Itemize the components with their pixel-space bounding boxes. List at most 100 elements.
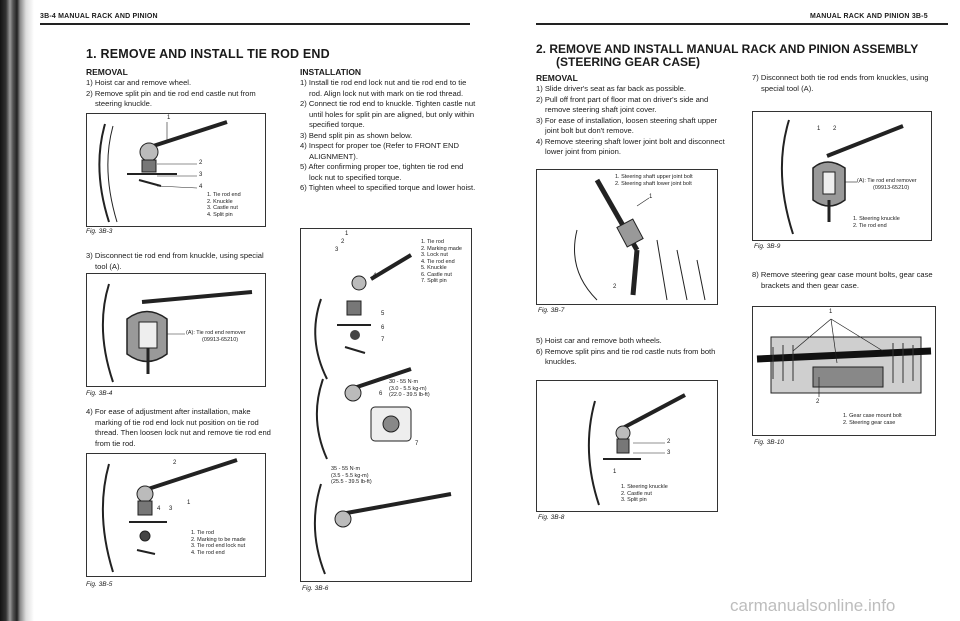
callout-3: 3	[199, 172, 203, 178]
figure-3b3-caption: Fig. 3B-3	[86, 228, 113, 235]
callout-1: 1	[817, 126, 821, 132]
knuckle-castle-nut-illustration	[587, 393, 686, 506]
right-page-header: MANUAL RACK AND PINION 3B-5	[810, 13, 928, 20]
legend-item: 1. Tie rod	[421, 239, 444, 245]
figure-3b10-caption: Fig. 3B-10	[754, 439, 784, 446]
knuckle-tie-rod-illustration	[98, 120, 228, 223]
figure-3b6-legend: 1. Tie rod 2. Marking made 3. Lock nut 4…	[421, 239, 462, 285]
callout-2: 2	[667, 439, 671, 445]
callout-4: 4	[157, 506, 161, 512]
legend-item: 1. Tie rod end	[207, 192, 241, 198]
torque-value: (22.0 - 39.5 lb-ft)	[389, 392, 430, 398]
torque-value: (25.5 - 39.5 lb-ft)	[331, 479, 372, 485]
tie-rod-end-installation-illustration	[313, 253, 452, 575]
legend-item: 2. Steering shaft lower joint bolt	[615, 180, 692, 187]
installation-step-1: 1) Install tie rod end lock nut and tie …	[300, 78, 467, 98]
right-removal-step-3: 3) For ease of installation, loosen stee…	[536, 115, 718, 136]
installation-step-6: 6) Tighten wheel to specified torque and…	[300, 183, 476, 192]
figure-3b5-caption: Fig. 3B-5	[86, 581, 113, 588]
callout-7: 7	[381, 337, 385, 343]
right-removal-step-5: 5) Hoist car and remove both wheels.	[536, 336, 662, 345]
legend-item: 3. Split pin	[621, 497, 647, 503]
legend-item: 2. Steering gear case	[843, 419, 896, 426]
legend-item: 1. Tie rod	[191, 530, 214, 536]
legend-item: 1. Gear case mount bolt	[843, 413, 902, 419]
legend-item: 3. Lock nut	[421, 252, 448, 258]
installation-heading: INSTALLATION	[300, 67, 362, 77]
torque-value: (3.0 - 5.5 kg-m)	[389, 385, 427, 392]
callout-2: 2	[173, 460, 177, 466]
callout-7: 7	[415, 441, 419, 447]
torque-value: (3.5 - 5.5 kg-m)	[331, 472, 369, 479]
figure-3b6: 1 2 3 4 5 6 7 6 7 1. Tie rod 2. Marking …	[300, 228, 472, 582]
legend-item: 1. Steering knuckle	[853, 216, 900, 222]
torque-spec-lock-nut: 30 - 55 N·m (3.0 - 5.5 kg-m) (22.0 - 39.…	[389, 379, 430, 399]
callout-1: 1	[187, 500, 191, 506]
installation-step-2: 2) Connect tie rod end to knuckle. Tight…	[300, 99, 476, 129]
legend-item: 3. Castle nut	[207, 205, 238, 211]
legend-item: 1. Steering knuckle	[621, 484, 668, 490]
steering-shaft-joint-illustration	[574, 178, 706, 301]
figure-3b7: 1 2 1. Steering shaft upper joint bolt 2…	[536, 169, 718, 305]
callout-1: 1	[167, 115, 171, 121]
legend-item: 1. Steering shaft upper joint bolt	[615, 174, 693, 180]
figure-3b9: 1 2 (A): Tie rod end remover (09913-6521…	[752, 111, 932, 241]
figure-3b10: 1 2 1. Gear case mount bolt 2. Steering …	[752, 306, 936, 436]
right-removal-steps-b: 5) Hoist car and remove both wheels. 6) …	[536, 336, 726, 368]
legend-item: 7. Split pin	[421, 278, 447, 284]
callout-1: 1	[345, 231, 349, 237]
right-removal-step-4: 4) Remove steering shaft lower joint bol…	[536, 136, 725, 157]
tie-rod-marking-illustration	[101, 458, 238, 573]
legend-item: 2. Marking made	[421, 245, 462, 252]
figure-3b9-legend: 1. Steering knuckle 2. Tie rod end	[853, 216, 900, 229]
right-removal-step-6: 6) Remove split pins and tie rod castle …	[536, 346, 716, 367]
callout-3: 3	[169, 506, 173, 512]
right-removal-step-7-text: 7) Disconnect both tie rod ends from knu…	[752, 73, 929, 93]
callout-2: 2	[816, 399, 820, 405]
figure-3b9-caption: Fig. 3B-9	[754, 243, 781, 250]
removal-steps: 1) Hoist car and remove wheel. 2) Remove…	[86, 78, 272, 110]
right-removal-step-2: 2) Pull off front part of floor mat on d…	[536, 94, 709, 115]
figure-3b8: 2 3 1 1. Steering knuckle 2. Castle nut …	[536, 380, 718, 512]
installation-steps: 1) Install tie rod end lock nut and tie …	[300, 78, 478, 194]
installation-step-5: 5) After confirming proper toe, tighten …	[300, 162, 464, 182]
figure-3b6-caption: Fig. 3B-6	[302, 585, 329, 592]
torque-value: 35 - 55 N·m	[331, 466, 361, 472]
binding-edge	[0, 0, 34, 621]
torque-value: 30 - 55 N·m	[389, 379, 419, 385]
callout-2: 2	[613, 284, 617, 290]
callout-3: 3	[335, 247, 339, 253]
figure-3b4: (A): Tie rod end remover (09913-65210)	[86, 273, 266, 387]
legend-item: 4. Split pin	[207, 211, 233, 218]
callout-4: 4	[199, 184, 203, 190]
legend-item: 3. Tie rod end lock nut	[191, 543, 246, 549]
figure-3b7-legend: 1. Steering shaft upper joint bolt 2. St…	[615, 174, 693, 187]
removal-step-3: 3) Disconnect tie rod end from knuckle, …	[86, 251, 272, 272]
installation-step-3: 3) Bend split pin as shown below.	[300, 130, 413, 140]
torque-spec-castle-nut: 35 - 55 N·m (3.5 - 5.5 kg-m) (25.5 - 39.…	[331, 466, 372, 486]
right-removal-heading: REMOVAL	[536, 73, 578, 83]
left-page-header: 3B-4 MANUAL RACK AND PINION	[40, 13, 158, 20]
callout-4: 4	[373, 273, 377, 279]
figure-3b7-caption: Fig. 3B-7	[538, 307, 565, 314]
removal-heading: REMOVAL	[86, 67, 128, 77]
tie-rod-end-remover-illustration	[101, 283, 253, 383]
legend-item: 5. Knuckle	[421, 265, 447, 271]
right-removal-step-8-text: 8) Remove steering gear case mount bolts…	[752, 270, 933, 290]
legend-item: (09913-65210)	[202, 336, 239, 343]
figure-3b5: 2 1 4 3 1. Tie rod 2. Marking to be made…	[86, 453, 266, 577]
legend-item: (A): Tie rod end remover	[186, 330, 246, 336]
legend-item: (09913-65210)	[873, 184, 910, 191]
installation-step-4: 4) Inspect for proper toe (Refer to FRON…	[300, 141, 459, 161]
removal-step-2: 2) Remove split pin and tie rod end cast…	[86, 88, 256, 109]
right-removal-step-1: 1) Slide driver's seat as far back as po…	[536, 84, 687, 93]
callout-1: 1	[649, 194, 653, 200]
callout-2: 2	[341, 239, 345, 245]
callout-3: 3	[667, 450, 671, 456]
figure-3b3: 1 2 3 4 1. Tie rod end 2. Knuckle 3. Cas…	[86, 113, 266, 227]
legend-item: 2. Knuckle	[207, 198, 233, 205]
figure-3b10-legend: 1. Gear case mount bolt 2. Steering gear…	[843, 413, 902, 426]
removal-step-4: 4) For ease of adjustment after installa…	[86, 407, 272, 449]
left-header-rule	[40, 23, 470, 25]
steering-gear-case-illustration	[756, 318, 932, 397]
